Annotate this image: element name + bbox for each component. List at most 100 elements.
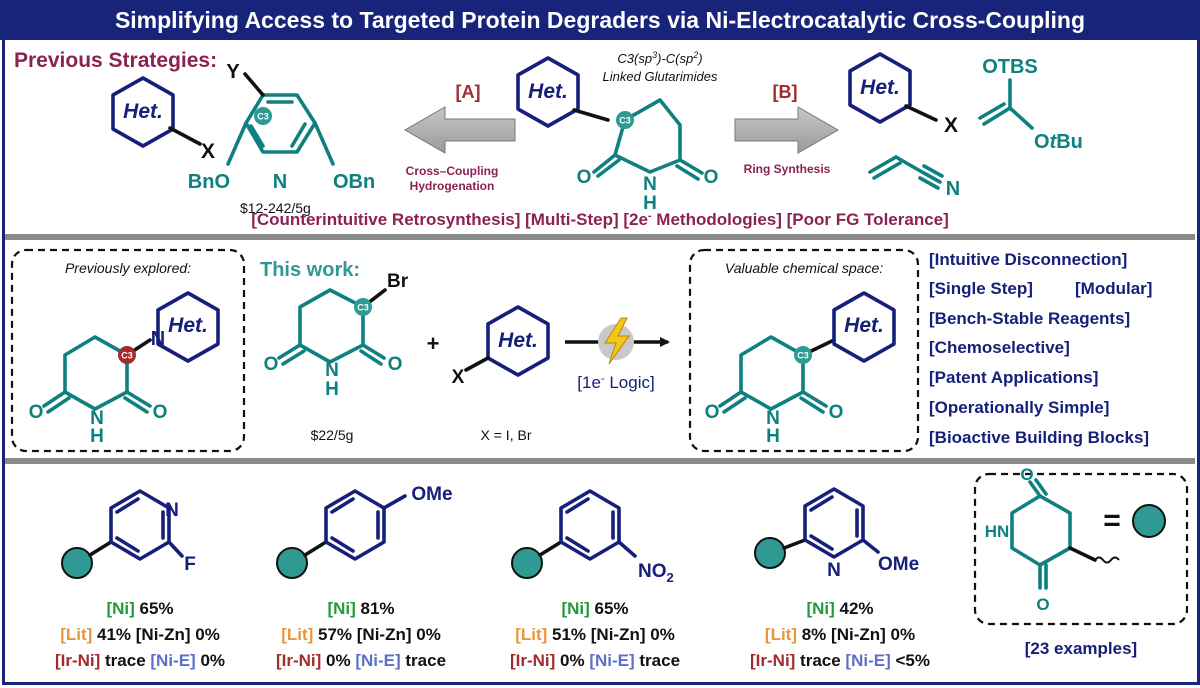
prev-o-right: O [153, 402, 168, 423]
yield-line: [Lit] 57% [Ni-Zn] 0% [281, 625, 441, 644]
otbs-label: OTBS [982, 56, 1038, 78]
examples-legend-box [973, 472, 1189, 626]
yield-part-irni-val: trace [795, 651, 845, 670]
yield-part-ni: [Ni] [561, 599, 589, 618]
yield-part-ni: [Ni] [327, 599, 355, 618]
het-aryl-x-left: Het. X [111, 76, 215, 163]
yield-line: [Lit] 51% [Ni-Zn] 0% [515, 625, 675, 644]
glutarimide-dot-icon [1132, 504, 1166, 538]
br-o-left: O [264, 354, 279, 375]
one-electron-logic: [1e- Logic] [577, 373, 654, 392]
c3-badge-center: C3 [619, 116, 631, 126]
route-b-reagents: Het. X OTBS OtBu N [848, 52, 1083, 200]
c-linked-glutarimide-product: Het. C3 O O N H [705, 291, 896, 447]
route-a-arrow: [A] Cross–Coupling Hydrogenation [403, 82, 516, 193]
c3-badge-prev: C3 [121, 351, 133, 361]
c3-badge: C3 [257, 112, 269, 122]
section-divider-1 [5, 234, 1195, 240]
het-label-product: Het. [844, 314, 884, 337]
route-b-arrow: [B] Ring Synthesis [734, 82, 840, 176]
br-n: N [325, 360, 339, 381]
this-work-heading: This work: [260, 259, 360, 281]
yield-line: [Lit] 41% [Ni-Zn] 0% [60, 625, 220, 644]
yield-part-ni: [Ni] [806, 599, 834, 618]
het-label-mid: Het. [498, 329, 538, 352]
feature-item: [Intuitive Disconnection] [929, 250, 1127, 269]
feature-item: [Bioactive Building Blocks] [929, 428, 1149, 447]
cross-coupling-label: Cross–Coupling [406, 164, 499, 178]
reaction-arrow: [1e- Logic] [565, 317, 670, 392]
previously-explored-box [10, 248, 246, 453]
yield-part-nizn: [Ni-Zn] 0% [136, 625, 220, 644]
yield-line: [Ni] 42% [806, 599, 873, 618]
yield-part-nie-val: 0% [196, 651, 225, 670]
figure-frame [2, 40, 1200, 685]
y-label: Y [226, 61, 240, 83]
valuable-space-label: Valuable chemical space: [725, 260, 883, 276]
pyridine-n: N [273, 171, 287, 193]
otbu-label: OtBu [1034, 131, 1083, 153]
yield-line: [Ir-Ni] trace [Ni-E] 0% [55, 651, 225, 670]
prev-o-left: O [29, 402, 44, 423]
route-a-label: [A] [456, 82, 481, 102]
title-text: Simplifying Access to Targeted Protein D… [114, 6, 1086, 33]
price-bromide: $22/5g [311, 427, 354, 443]
feature-item: [Single Step] [929, 279, 1033, 298]
feature-item: [Chemoselective] [929, 338, 1070, 357]
dibenzyloxypyridine: C3 Y N BnO OBn $12-242/5g [188, 61, 375, 216]
c3-badge-br: C3 [357, 303, 369, 313]
br-o-right: O [388, 354, 403, 375]
nitrile-n: N [946, 178, 960, 200]
br-label: Br [387, 271, 409, 292]
ring-synthesis-label: Ring Synthesis [744, 162, 831, 176]
het-aryl-x-middle: Het. X X = I, Br [452, 305, 550, 443]
examples-count: [23 examples] [1025, 639, 1137, 658]
yield-part-nizn: [Ni-Zn] 0% [591, 625, 675, 644]
feature-item: [Modular] [1075, 279, 1152, 298]
obn-label: OBn [333, 171, 375, 193]
yield-part-ni-val: 81% [356, 599, 395, 618]
yield-part-lit-val: 8% [797, 625, 831, 644]
pyridine-n-ex4: N [827, 560, 841, 581]
feature-item: [Patent Applications] [929, 368, 1098, 387]
yield-part-irni-val: 0% [555, 651, 589, 670]
fluoro-label: F [184, 554, 196, 575]
methoxy-label-ex2: OMe [411, 484, 452, 505]
yield-part-nie: [Ni-E] [150, 651, 195, 670]
drawbacks-line: [Counterintuitive Retrosynthesis] [Multi… [251, 210, 949, 229]
section-divider-2 [5, 458, 1195, 464]
price-a: $12-242/5g [240, 200, 311, 216]
pyridine-n-ex1: N [165, 500, 179, 521]
equals-sign: = [1103, 504, 1121, 537]
het-label: Het. [123, 100, 163, 123]
yield-line: [Ni] 65% [561, 599, 628, 618]
example-1-structure: N F [61, 489, 196, 579]
yield-part-nie: [Ni-E] [589, 651, 634, 670]
yield-part-nizn: [Ni-Zn] 0% [831, 625, 915, 644]
carbonyl-o-right: O [704, 167, 719, 188]
het-label-right: Het. [860, 76, 900, 99]
yield-part-nie: [Ni-E] [355, 651, 400, 670]
yield-part-lit: [Lit] [515, 625, 547, 644]
x-label-right: X [944, 114, 958, 137]
yield-part-lit: [Lit] [60, 625, 92, 644]
target-glutarimide: Het. C3 O O N H C3(sp3)-C(sp2) Linked Gl… [516, 50, 719, 214]
yield-part-lit: [Lit] [281, 625, 313, 644]
yield-part-irni: [Ir-Ni] [55, 651, 100, 670]
yield-part-nie-val: trace [635, 651, 680, 670]
title-banner: Simplifying Access to Targeted Protein D… [0, 0, 1200, 40]
prev-n: N [90, 408, 104, 429]
plus-sign: + [427, 331, 440, 356]
x-label: X [201, 140, 215, 163]
imide-n: N [643, 174, 657, 195]
legend-glutarimide: O O HN = [985, 465, 1166, 614]
yield-part-ni-val: 65% [135, 599, 174, 618]
example-3-structure: NO2 [511, 489, 674, 585]
yield-part-lit: [Lit] [765, 625, 797, 644]
br-h: H [325, 379, 339, 400]
legend-hn: HN [985, 522, 1010, 541]
yield-part-ni-val: 65% [590, 599, 629, 618]
feature-list: [Intuitive Disconnection] [Single Step] … [929, 250, 1152, 447]
